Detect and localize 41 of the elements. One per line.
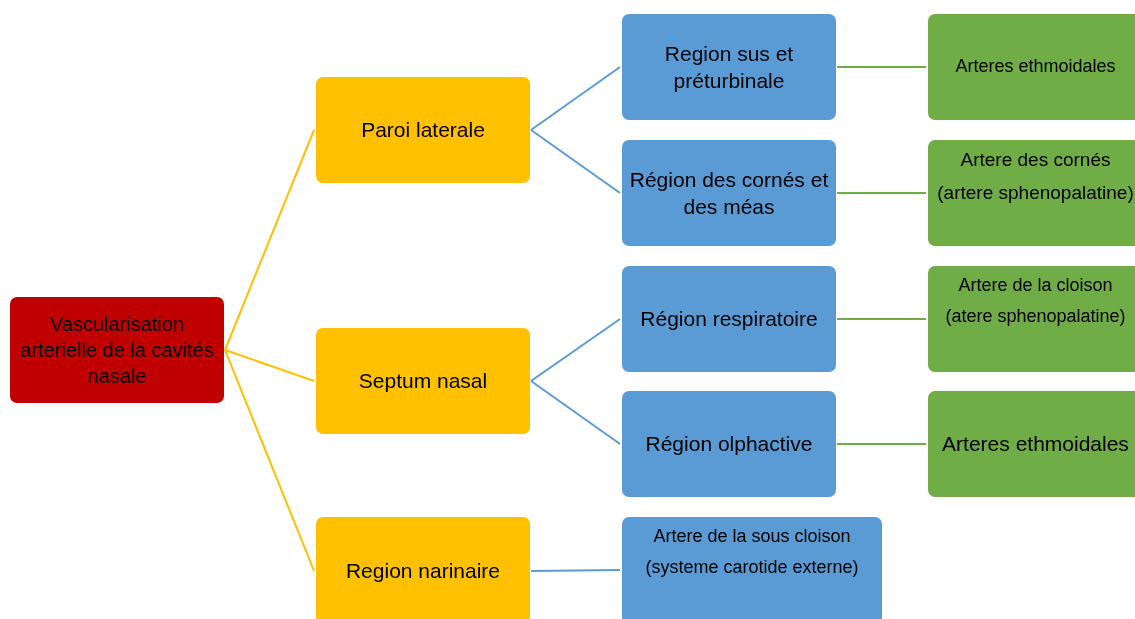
topic-box <box>10 297 224 403</box>
box-title: Artere de la cloison <box>958 274 1113 297</box>
box-title: Arteres ethmoidales <box>955 55 1116 79</box>
topic-box <box>622 140 836 246</box>
topic-box <box>316 328 530 434</box>
topic-box <box>622 391 836 497</box>
box-note: (atere sphenopalatine) <box>945 305 1126 329</box>
topic-box <box>316 517 530 619</box>
box-title: Artere des cornés <box>960 148 1111 172</box>
box-note: (systeme carotide externe) <box>645 556 859 580</box>
box-title: Région olphactive <box>645 431 813 458</box>
connector-line <box>224 349 315 572</box>
box-title: Artere de la sous cloison <box>653 525 851 548</box>
topic-box <box>622 517 882 619</box>
connector-line <box>836 66 927 68</box>
box-title: Région respiratoire <box>640 306 818 333</box>
connector-line <box>530 129 621 194</box>
connector-line <box>224 349 315 382</box>
topic-box <box>928 266 1135 372</box>
box-title: Région des cornés et des méas <box>628 166 830 220</box>
box-title: Arteres ethmoidales <box>942 431 1129 458</box>
connector-line <box>224 129 315 351</box>
connector-line <box>836 192 927 194</box>
connector-line <box>836 318 927 320</box>
connector-line <box>530 569 621 572</box>
connector-line <box>530 66 621 131</box>
box-title: Paroi laterale <box>361 117 485 144</box>
box-title: Region narinaire <box>345 558 501 585</box>
topic-box <box>622 14 836 120</box>
topic-box <box>316 77 530 183</box>
topic-box <box>928 140 1135 246</box>
box-note: (artere sphenopalatine) <box>937 180 1134 205</box>
connector-line <box>836 443 927 445</box>
topic-box <box>622 266 836 372</box>
connector-line <box>530 380 621 445</box>
box-title: Septum nasal <box>358 368 488 395</box>
topic-box <box>928 14 1135 120</box>
box-title: Vascularisation arterielle de la cavités nasale <box>19 312 215 389</box>
box-title: Region sus et préturbinale <box>663 40 795 94</box>
topic-box <box>928 391 1135 497</box>
connector-line <box>530 318 621 382</box>
